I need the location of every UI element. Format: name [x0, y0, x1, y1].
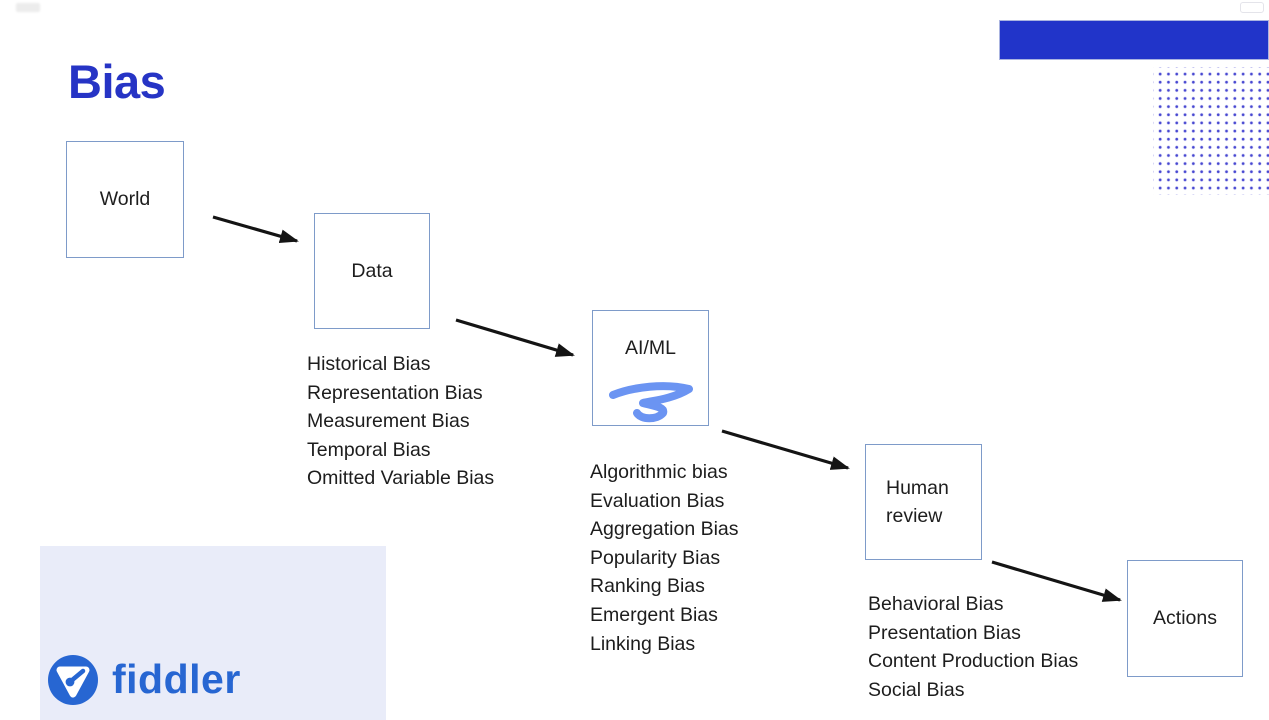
bias-item: Behavioral Bias — [868, 593, 1004, 615]
bias-item: Emergent Bias — [590, 603, 718, 626]
stage-label-actions: Actions — [1153, 607, 1217, 629]
bias-item: Measurement Bias — [307, 410, 470, 433]
stage-label-world: World — [99, 188, 151, 210]
data-bias-list: Historical Bias Representation Bias Meas… — [307, 350, 494, 493]
bias-item: Social Bias — [868, 678, 965, 701]
banner-bar — [999, 20, 1269, 60]
stage-box-actions: Actions — [1127, 560, 1243, 677]
dot-grid-pattern — [1153, 67, 1269, 195]
slide-title: Bias — [68, 55, 166, 108]
bias-item: Evaluation Bias — [590, 489, 725, 512]
arrow-aiml-to-human — [721, 429, 850, 470]
fiddler-wordmark: fiddler — [112, 656, 241, 702]
stage-label-human-review: Human review — [886, 477, 949, 527]
brand-panel — [40, 546, 386, 720]
stage-box-aiml: AI/ML — [592, 310, 709, 426]
bias-item: Temporal Bias — [307, 438, 431, 461]
stage-label-data: Data — [351, 259, 393, 282]
corner-artifact-right — [1240, 2, 1264, 13]
bias-item: Historical Bias — [307, 353, 431, 375]
bias-item: Linking Bias — [590, 632, 696, 655]
bias-item: Representation Bias — [307, 381, 483, 404]
bias-item: Omitted Variable Bias — [307, 467, 495, 490]
bias-item: Aggregation Bias — [590, 518, 739, 541]
bias-item: Algorithmic bias — [590, 461, 728, 483]
marker-scribble-annotation — [609, 382, 693, 423]
stage-label-aiml: AI/ML — [625, 336, 676, 359]
bias-item: Presentation Bias — [868, 621, 1021, 644]
stage-box-data: Data — [314, 213, 430, 329]
stage-box-human-review: Human review — [865, 444, 982, 560]
fiddler-logo-icon — [48, 655, 98, 705]
stage-box-world: World — [66, 141, 184, 258]
bias-item: Content Production Bias — [868, 650, 1079, 673]
bias-item: Popularity Bias — [590, 546, 721, 569]
corner-artifact-left — [16, 3, 40, 12]
aiml-bias-list: Algorithmic bias Evaluation Bias Aggrega… — [590, 458, 739, 658]
bias-item: Ranking Bias — [590, 575, 705, 598]
arrow-world-to-data — [212, 215, 299, 244]
human-review-bias-list: Behavioral Bias Presentation Bias Conten… — [868, 590, 1078, 704]
